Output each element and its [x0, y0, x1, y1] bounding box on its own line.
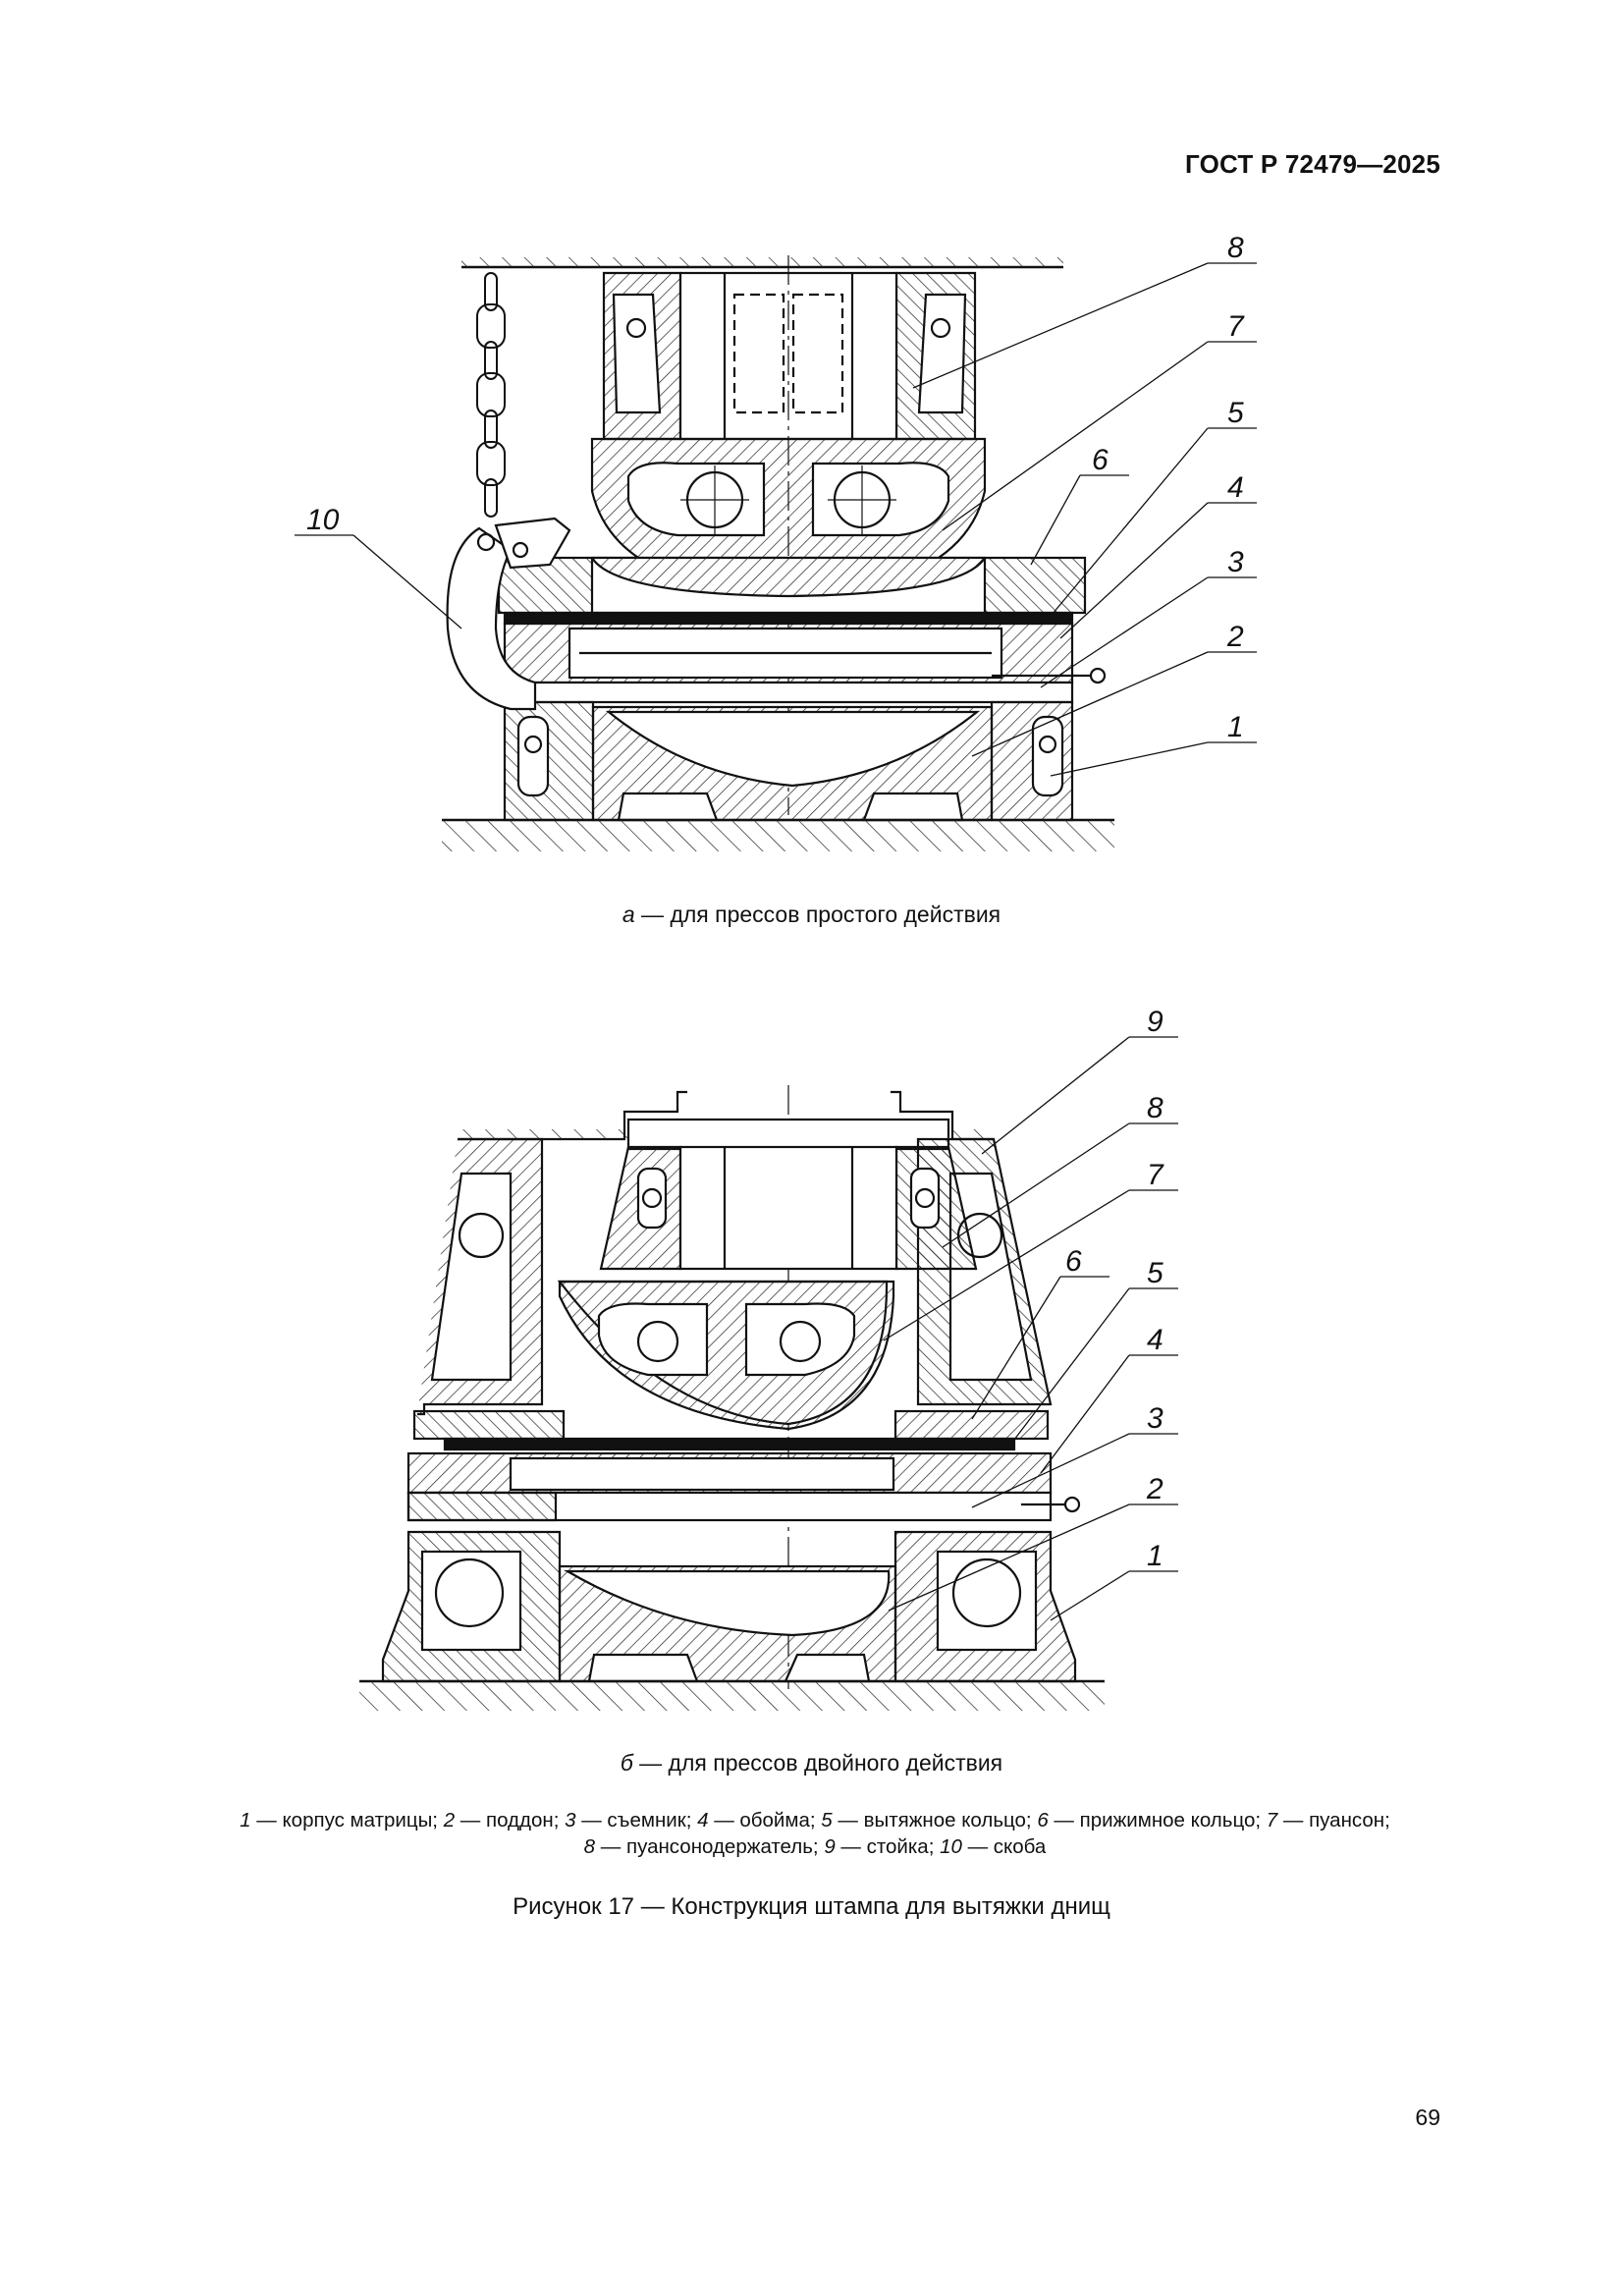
caption-a-letter: а: [622, 902, 635, 927]
label-a-7: 7: [1227, 310, 1245, 343]
legend-line-1: 1 — корпус матрицы; 2 — поддон; 3 — съем…: [118, 1807, 1512, 1833]
label-b-6: 6: [1065, 1245, 1082, 1278]
caption-a-text: — для прессов простого действия: [634, 902, 1001, 927]
label-a-5: 5: [1227, 397, 1244, 429]
legend-text: — пуансонодержатель;: [595, 1835, 825, 1858]
label-a-8: 8: [1227, 232, 1244, 264]
label-b-8: 8: [1147, 1092, 1163, 1124]
legend-num: 3: [565, 1809, 576, 1831]
label-a-2: 2: [1226, 621, 1244, 653]
label-b-9: 9: [1147, 1006, 1163, 1038]
legend-text: — поддон;: [455, 1809, 566, 1831]
label-a-3: 3: [1227, 546, 1244, 578]
label-b-7: 7: [1147, 1159, 1164, 1191]
legend-text: — пуансон;: [1277, 1809, 1390, 1831]
figure-b-labels: 9 8 7 6 5 4 3 2 1: [1065, 1006, 1164, 1572]
figure-a-labels: 8 7 5 6 4 10 3 2 1: [306, 232, 1245, 743]
legend-num: 7: [1266, 1809, 1278, 1831]
label-a-4: 4: [1227, 471, 1244, 504]
figure-b-callouts: [883, 1036, 1178, 1621]
legend-line-2: 8 — пуансонодержатель; 9 — стойка; 10 — …: [118, 1833, 1512, 1860]
legend-text: — вытяжное кольцо;: [832, 1809, 1038, 1831]
figure-b-drawing: [359, 1085, 1105, 1711]
legend-text: — съемник;: [575, 1809, 698, 1831]
legend-num: 9: [824, 1835, 836, 1858]
legend-num: 1: [240, 1809, 251, 1831]
caption-b-letter: б: [620, 1750, 633, 1776]
legend-num: 4: [697, 1809, 709, 1831]
figure-a-callouts: [295, 262, 1257, 777]
legend-text: — обойма;: [708, 1809, 822, 1831]
caption-figure-b: б — для прессов двойного действия: [0, 1750, 1623, 1777]
label-b-5: 5: [1147, 1257, 1163, 1289]
legend-text: — стойка;: [835, 1835, 941, 1858]
label-b-2: 2: [1146, 1473, 1163, 1505]
label-a-1: 1: [1227, 711, 1244, 743]
legend-text: — прижимное кольцо;: [1048, 1809, 1267, 1831]
legend-text: — корпус матрицы;: [250, 1809, 444, 1831]
legend-text: — скоба: [961, 1835, 1047, 1858]
label-b-4: 4: [1147, 1324, 1163, 1356]
legend-num: 2: [443, 1809, 456, 1831]
document-header: ГОСТ Р 72479—2025: [1185, 149, 1440, 179]
figure-title: Рисунок 17 — Конструкция штампа для вытя…: [513, 1893, 1110, 1920]
legend-num: 6: [1037, 1809, 1049, 1831]
label-a-6: 6: [1092, 444, 1109, 476]
figure-legend: 1 — корпус матрицы; 2 — поддон; 3 — съем…: [118, 1807, 1512, 1860]
label-b-3: 3: [1147, 1402, 1163, 1435]
figure-a-drawing: [442, 255, 1114, 851]
label-b-1: 1: [1147, 1540, 1163, 1572]
legend-num: 8: [583, 1835, 596, 1858]
legend-num: 5: [821, 1809, 833, 1831]
caption-figure-a: а — для прессов простого действия: [0, 902, 1623, 928]
label-a-10: 10: [306, 504, 340, 536]
page-number: 69: [1415, 2105, 1440, 2130]
legend-num: 10: [940, 1835, 962, 1858]
caption-b-text: — для прессов двойного действия: [632, 1750, 1003, 1776]
